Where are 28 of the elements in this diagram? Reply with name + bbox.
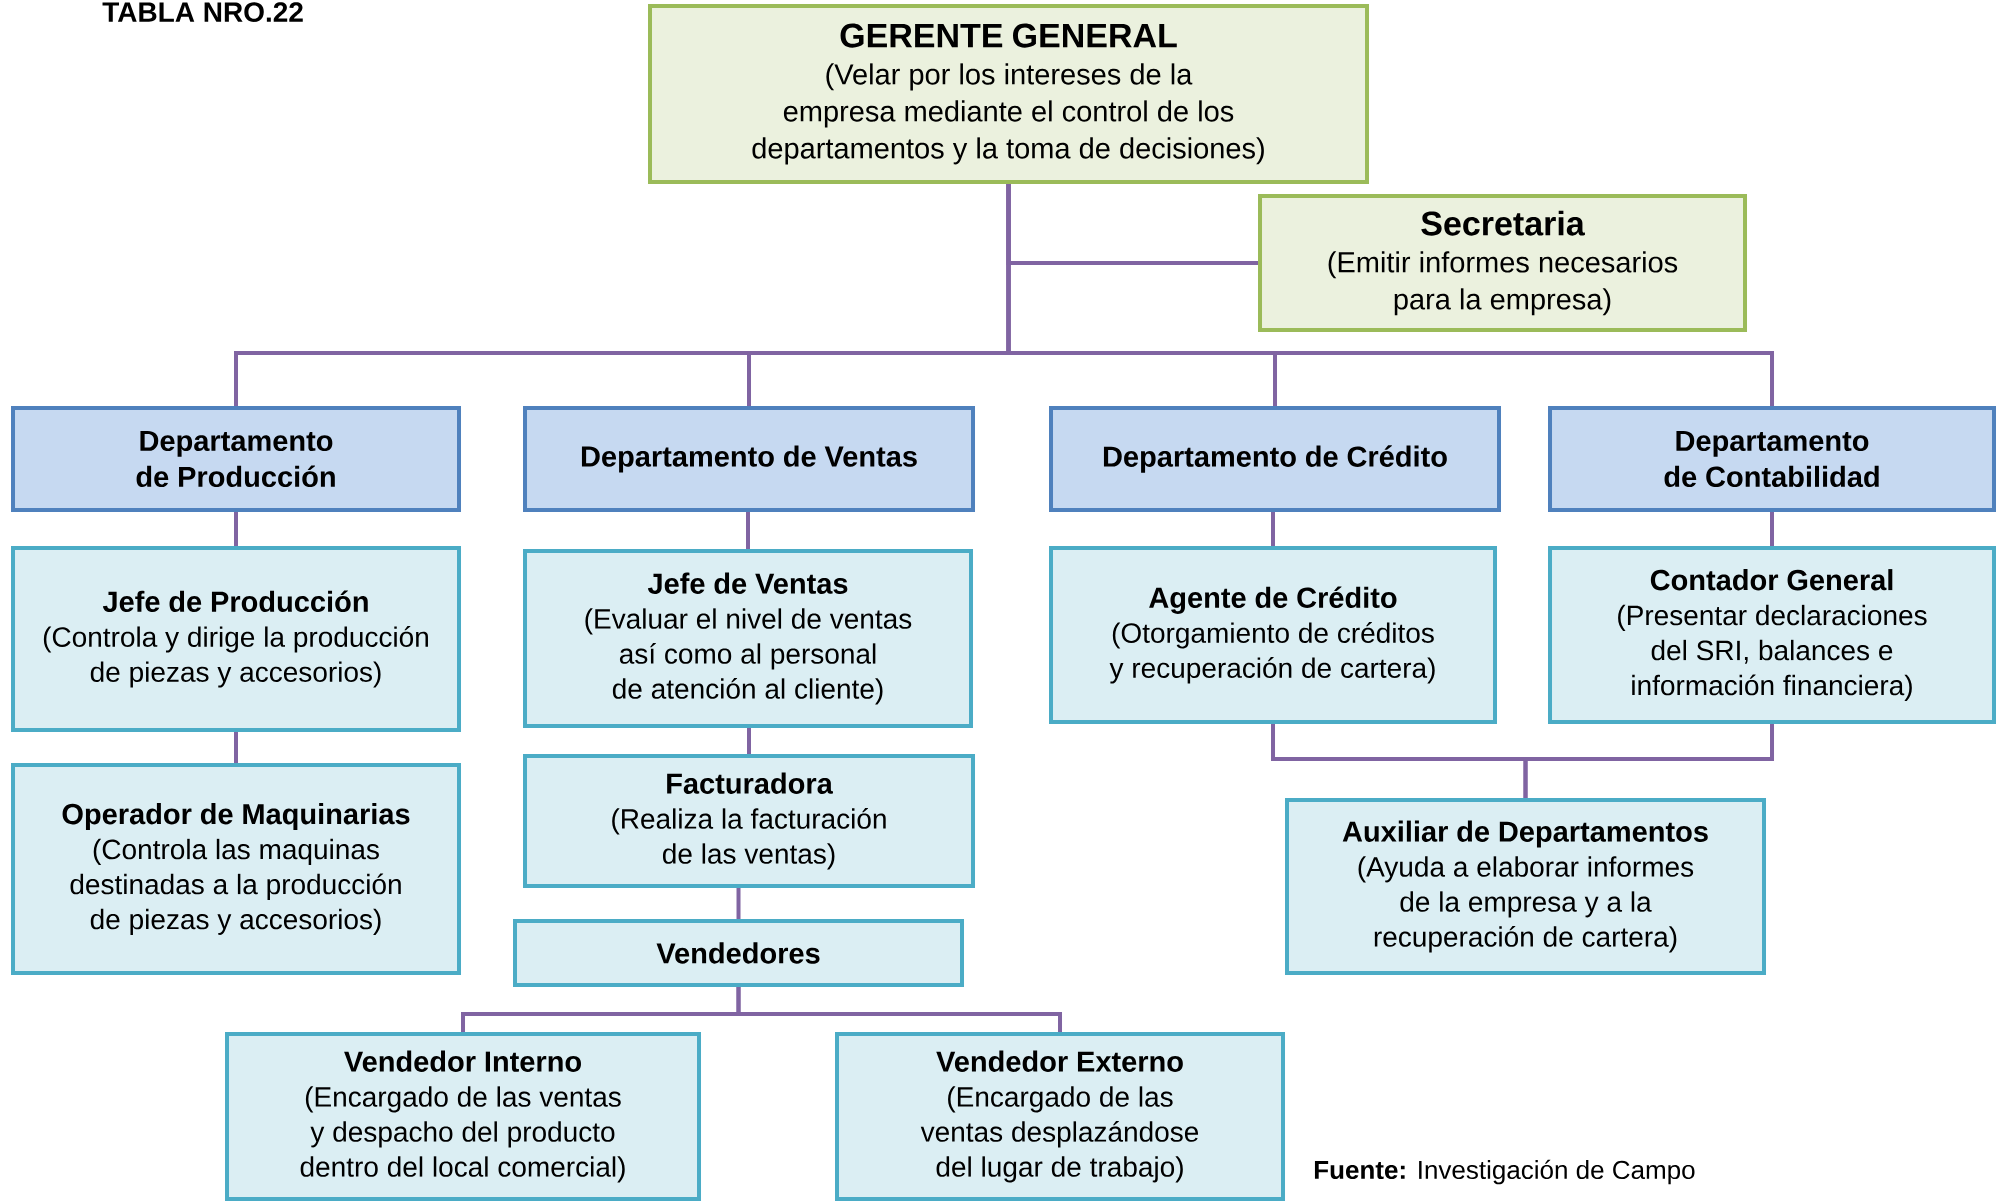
connector-line <box>1523 724 1774 798</box>
source-note: Fuente: Investigación de Campo <box>1314 1159 1695 1185</box>
org-box: Departamento de Producción <box>11 406 461 512</box>
connector-line <box>736 987 1062 1032</box>
connector-line <box>1006 184 1774 406</box>
org-box: Facturadora (Realiza la facturación de las ventas) <box>523 754 975 888</box>
org-box: Contador General (Presentar declaraciones del SRI, balances e información financiera) <box>1548 546 1996 724</box>
table-title: TABLA NRO.22 <box>102 2 303 22</box>
org-box: GERENTE GENERAL (Velar por los intereses de la empresa mediante el control de los departamentos y la toma de decisiones) <box>648 4 1369 184</box>
connector-line <box>1271 512 1275 546</box>
org-box: Auxiliar de Departamentos (Ayuda a elaborar informes de la empresa y a la recuperación de cartera) <box>1285 798 1766 975</box>
org-box: Secretaria (Emitir informes necesarios para la empresa) <box>1258 194 1747 332</box>
org-box: Departamento de Ventas <box>523 406 975 512</box>
org-box: Operador de Maquinarias (Controla las maquinas destinadas a la producción de piezas y accesorios) <box>11 763 461 975</box>
connector-line <box>1770 512 1774 546</box>
connector-line <box>747 728 751 754</box>
org-box: Vendedores <box>513 919 964 987</box>
org-box: Agente de Crédito (Otorgamiento de créditos y recuperación de cartera) <box>1049 546 1497 724</box>
org-box: Jefe de Ventas (Evaluar el nivel de ventas así como al personal de atención al cliente) <box>523 549 973 728</box>
org-box: Jefe de Producción (Controla y dirige la producción de piezas y accesorios) <box>11 546 461 732</box>
connector-line <box>746 512 750 549</box>
org-box: Vendedor Interno (Encargado de las ventas y despacho del producto dentro del local comercial) <box>225 1032 701 1201</box>
connector-line <box>234 732 238 763</box>
org-box: Departamento de Contabilidad <box>1548 406 1996 512</box>
connector-line <box>736 888 741 919</box>
org-box: Departamento de Crédito <box>1049 406 1501 512</box>
org-box: Vendedor Externo (Encargado de las ventas desplazándose del lugar de trabajo) <box>835 1032 1285 1201</box>
connector-line <box>234 512 238 546</box>
